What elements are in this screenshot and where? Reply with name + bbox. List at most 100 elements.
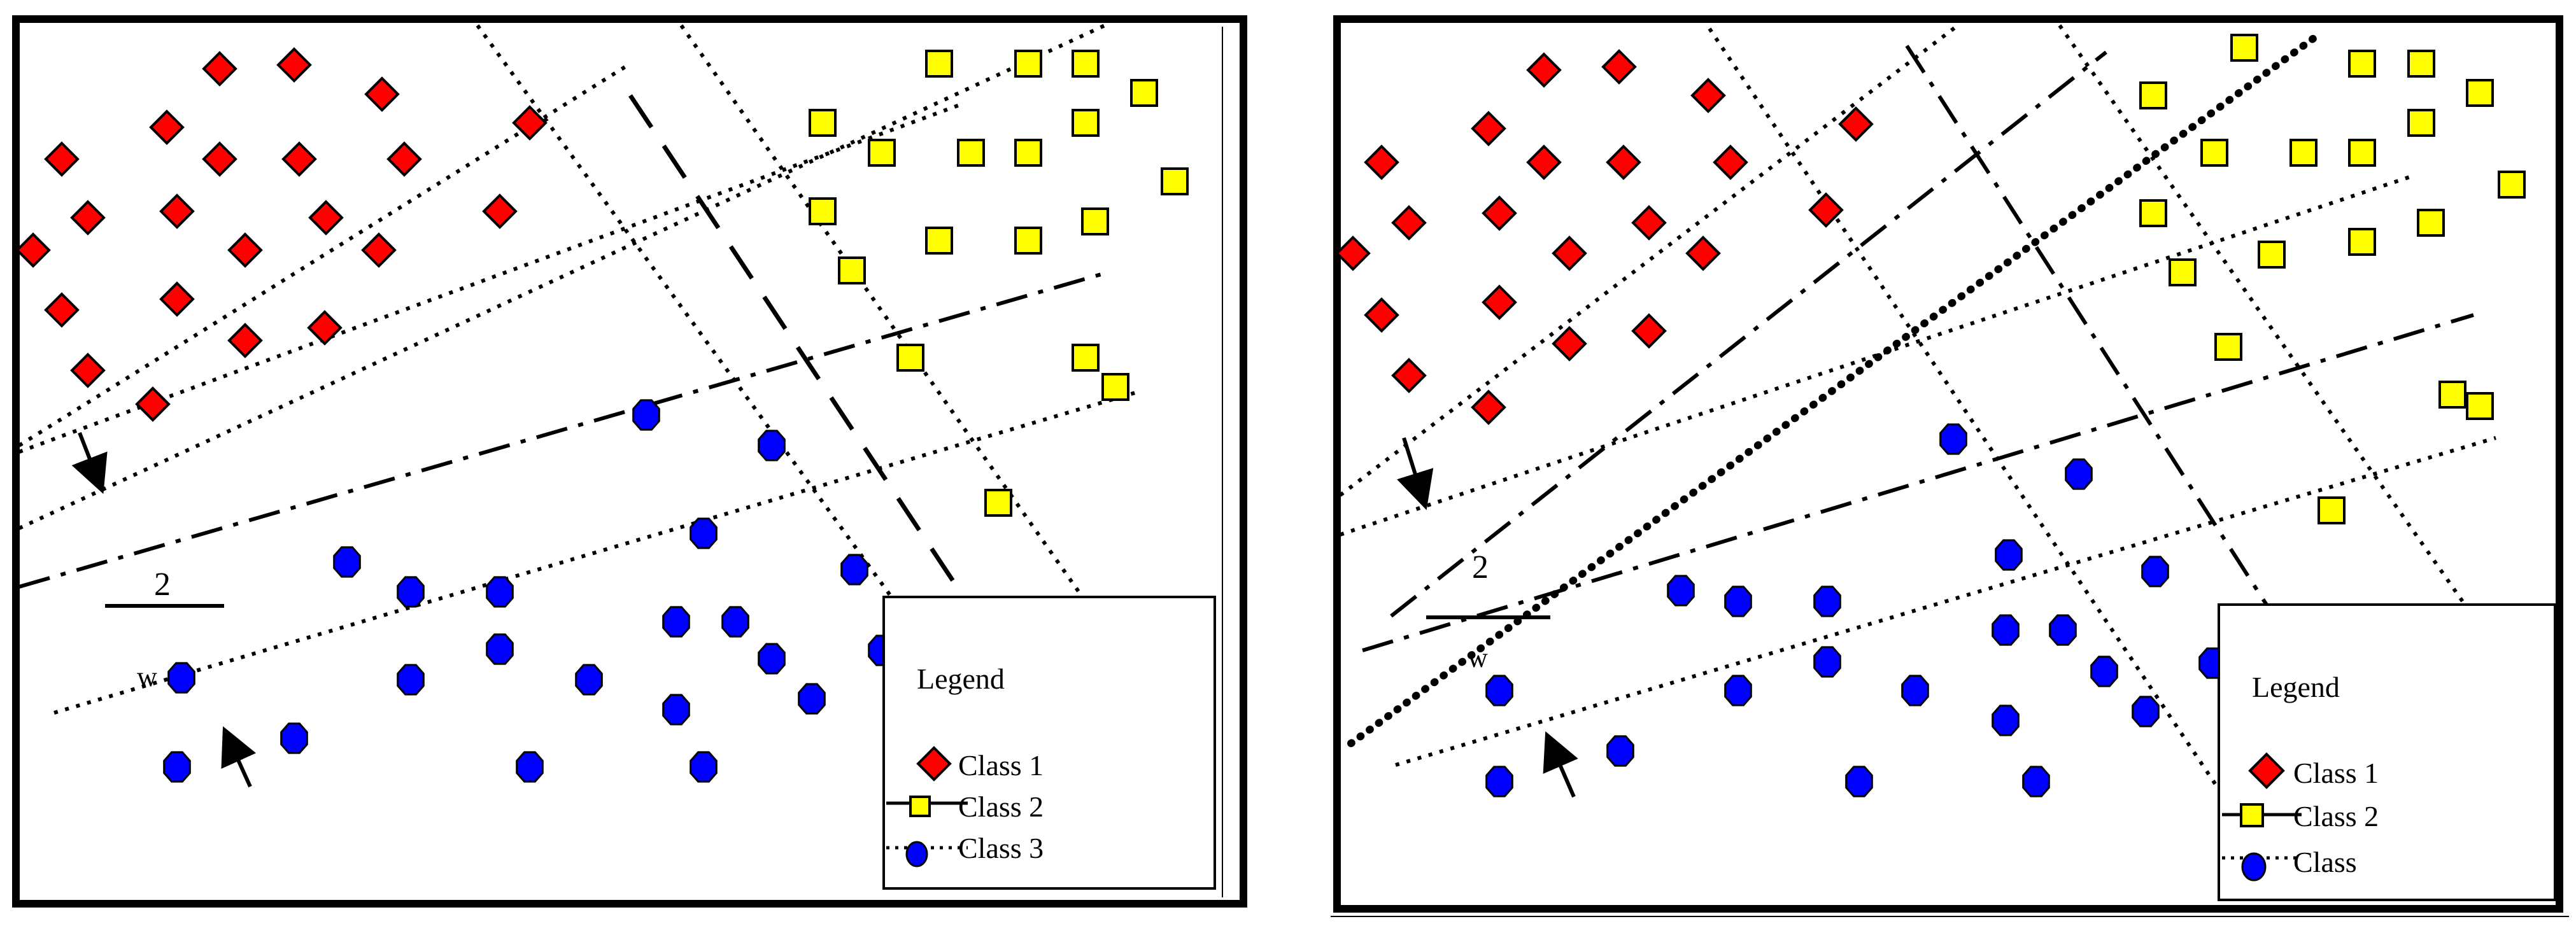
class-2-point <box>1014 139 1042 167</box>
class-1-point <box>1685 235 1721 271</box>
class-1-point <box>276 47 312 83</box>
hyperplane-line <box>1339 24 1959 497</box>
class-1-point <box>1482 195 1517 231</box>
class-3-point <box>1724 675 1752 706</box>
right-hyperplanes <box>1339 24 2496 829</box>
class-1-point <box>1364 144 1399 180</box>
class-2-point <box>2214 333 2242 361</box>
class-3-point <box>1995 539 2023 571</box>
class-1-point <box>159 193 195 229</box>
class-1-point <box>159 281 195 317</box>
class-3-point <box>1667 575 1695 607</box>
legend-label: Class 3 <box>958 832 1044 864</box>
class-1-point <box>1631 205 1667 241</box>
class-3-point <box>2141 556 2169 587</box>
class-1-point <box>149 109 185 145</box>
class-1-point <box>1713 144 1748 180</box>
class-2-point <box>925 227 953 255</box>
class-2-point <box>2318 496 2346 524</box>
class-3-point <box>1724 586 1752 617</box>
diamond-icon <box>2248 752 2285 789</box>
legend-title: Legend <box>917 663 1005 695</box>
class-1-point <box>1526 52 1562 88</box>
class-2-point <box>2407 109 2435 137</box>
class-1-point <box>227 323 263 358</box>
class-1-point <box>1364 297 1399 333</box>
hyperplane-line <box>18 24 1106 530</box>
class-1-point <box>70 200 106 235</box>
legend-label: Class 1 <box>958 749 1044 782</box>
hyperplane-line <box>1362 313 2474 652</box>
class-3-point <box>1992 705 2020 736</box>
class-2-point <box>1081 207 1109 235</box>
class-1-point <box>1838 106 1874 142</box>
class-3-point <box>163 751 191 783</box>
class-1-point <box>1552 326 1587 361</box>
class-2-point <box>1161 167 1189 195</box>
class-3-point <box>758 643 786 675</box>
class-1-point <box>386 141 422 177</box>
hyperplane-line <box>628 94 960 590</box>
class-1-point <box>1391 205 1427 241</box>
class-3-point <box>397 576 425 608</box>
legend-label: Class 2 <box>2293 800 2379 832</box>
class-1-point <box>1631 313 1667 349</box>
class-3-point <box>486 633 514 665</box>
class-3-point <box>1845 766 1873 797</box>
class-2-point <box>2139 199 2167 227</box>
class-2-point <box>809 109 837 137</box>
legend-entry-class-3: Class <box>2222 846 2357 881</box>
right-data-points <box>1335 34 2526 797</box>
class-1-point <box>364 76 400 112</box>
class-1-point <box>1391 358 1427 393</box>
class-2-point <box>1072 109 1100 137</box>
legend-entry-class-2: Class 2 <box>886 790 1044 823</box>
margin-label: 2 <box>1472 549 1489 586</box>
class-3-point <box>516 751 544 783</box>
square-icon <box>909 796 931 817</box>
class-2-point <box>2498 171 2526 199</box>
hyperplane-line <box>1395 436 2496 767</box>
hyperplane-line <box>1905 45 2272 611</box>
class-1-point <box>308 200 344 235</box>
class-3-point <box>840 554 868 586</box>
hyperplane-line <box>53 389 1140 715</box>
class-3-point <box>1606 735 1634 767</box>
class-3-point <box>690 517 718 549</box>
legend-entry-class-2: Class 2 <box>2222 800 2379 832</box>
class-3-point <box>758 430 786 461</box>
class-1-point <box>1606 144 1641 180</box>
class-3-point <box>690 751 718 783</box>
class-2-point <box>1101 373 1129 401</box>
normal-arrow <box>1543 731 1578 798</box>
class-1-point <box>70 353 106 388</box>
left-hyperplanes <box>18 24 1140 715</box>
class-2-point <box>2348 139 2376 167</box>
left-data-points <box>15 47 1189 783</box>
square-icon <box>2240 803 2264 827</box>
class-2-point <box>1014 50 1042 78</box>
class-3-point <box>721 606 749 638</box>
class-1-point <box>1601 49 1637 85</box>
class-3-point <box>662 694 690 726</box>
legend-label: Class 2 <box>958 790 1044 823</box>
class-2-point <box>984 489 1012 517</box>
class-2-point <box>1130 79 1158 107</box>
class-3-point <box>333 546 361 578</box>
class-2-point <box>2289 139 2318 167</box>
circle-icon <box>2241 852 2267 881</box>
class-1-point <box>1808 192 1844 228</box>
class-1-point <box>1552 235 1587 271</box>
class-1-point <box>1526 144 1562 180</box>
class-1-point <box>44 292 80 328</box>
legend: Legend Class 1 Class 2 Class <box>2218 603 2556 901</box>
class-2-point <box>2139 81 2167 109</box>
legend-entry-class-3: Class 3 <box>886 832 1044 867</box>
legend-entry-class-1: Class 1 <box>916 746 1044 782</box>
class-3-point <box>2022 766 2050 797</box>
class-3-point <box>167 662 195 694</box>
hyperplane-line <box>18 270 1108 589</box>
class-3-point <box>2065 458 2093 490</box>
hyperplane-line <box>2058 24 2466 605</box>
class-2-point <box>2417 209 2445 237</box>
